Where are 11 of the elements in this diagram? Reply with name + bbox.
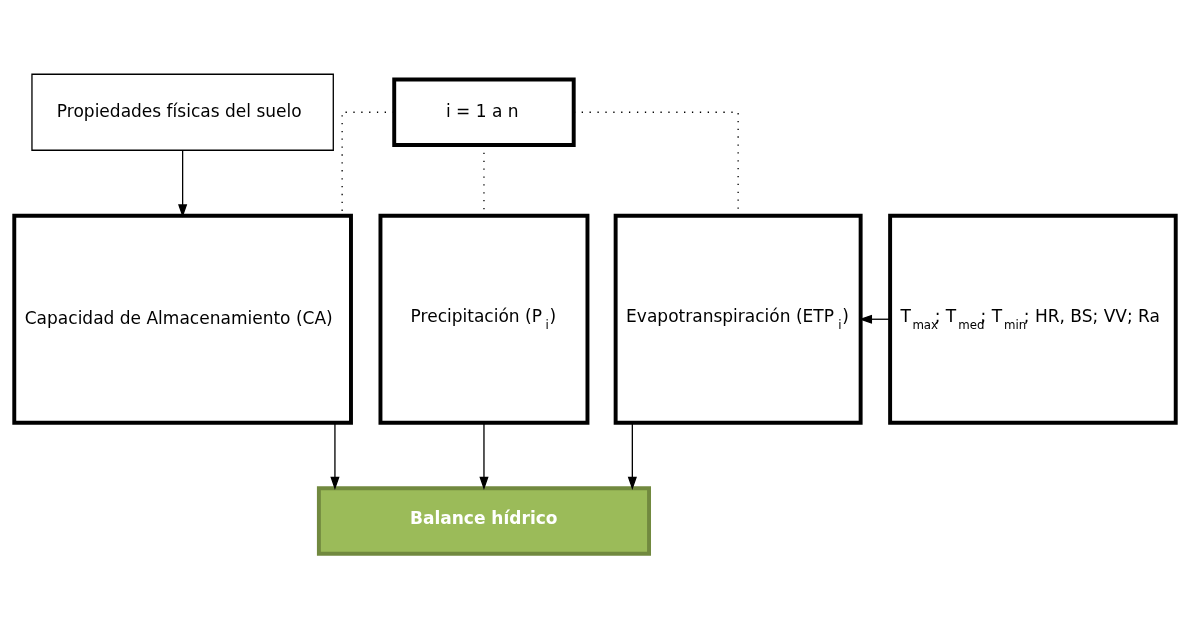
node-box: T$_{max}$; T$_{med}$; T$_{min}$; HR, BS; VV; Ra (888, 213, 1178, 425)
arrow (178, 150, 188, 218)
node-box: i = 1 a n (392, 77, 576, 147)
node-box: Propiedades físicas del suelo (31, 73, 334, 151)
arrow (479, 422, 489, 490)
arrow (627, 422, 637, 490)
node-box: Precipitación (P$_{i}$) (378, 213, 590, 425)
node-box: Capacidad de Almacenamiento (CA) (12, 213, 353, 425)
node-box: Balance hídrico (316, 486, 651, 556)
node-box: Evapotranspiración (ETP$_{i}$) (613, 213, 863, 425)
arrow (330, 422, 340, 490)
